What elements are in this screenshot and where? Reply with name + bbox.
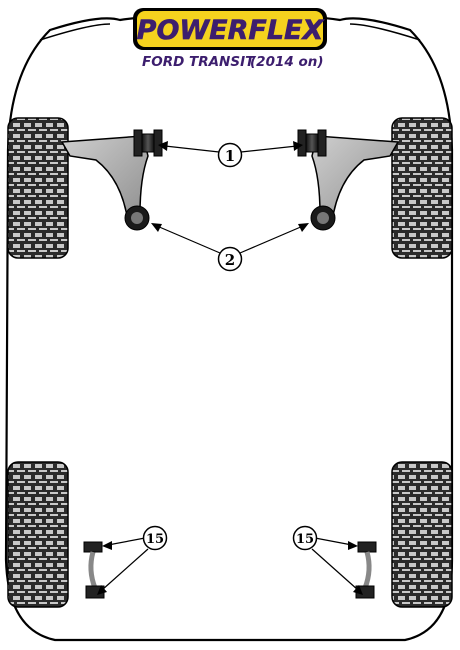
front-right-wheel-icon xyxy=(391,117,453,259)
front-left-front-bush-icon xyxy=(133,129,163,157)
callout-15-left: 15 xyxy=(97,525,168,595)
vehicle-nose-line xyxy=(349,23,421,41)
callout-2-label: 2 xyxy=(225,251,235,269)
front-left-rear-bush-icon xyxy=(124,205,150,231)
vehicle-model: FORD TRANSIT xyxy=(142,54,256,70)
front-right-rear-bush-icon xyxy=(310,205,336,231)
callout-1-label: 1 xyxy=(225,147,235,165)
callout-15-right-label: 15 xyxy=(296,532,314,547)
front-right-front-bush-icon xyxy=(297,129,327,157)
callout-15-left-label: 15 xyxy=(146,532,164,547)
vehicle-year: (2014 on) xyxy=(250,54,324,70)
rear-right-drop-link-icon xyxy=(355,541,377,599)
brand-logo: POWERFLEX xyxy=(133,8,327,50)
rear-right-wheel-icon xyxy=(391,461,453,608)
callout-1: 1 xyxy=(158,141,303,168)
vehicle-nose-line xyxy=(39,23,111,41)
callout-2: 2 xyxy=(151,223,309,272)
rear-left-wheel-icon xyxy=(7,461,69,608)
brand-name: POWERFLEX xyxy=(137,15,325,46)
front-left-wheel-icon xyxy=(7,117,69,259)
callout-15-right: 15 xyxy=(292,525,363,595)
vehicle-body-outline xyxy=(4,12,454,642)
